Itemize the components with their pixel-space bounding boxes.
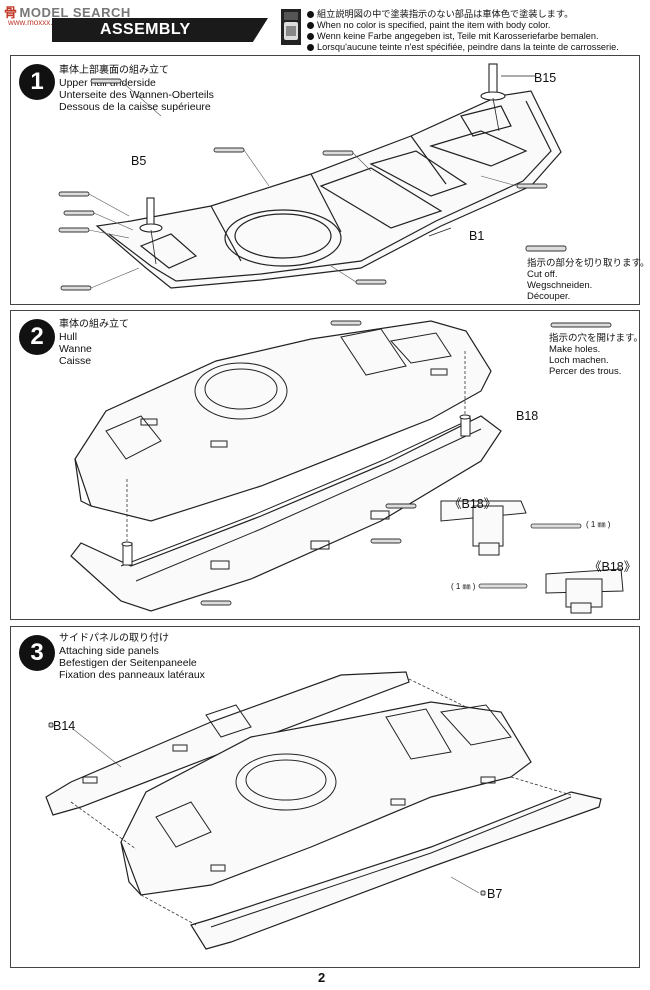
part-label-b1: B1 — [469, 229, 485, 243]
part-label-b18: B18 — [516, 409, 539, 423]
hull-assembly-diagram — [70, 320, 624, 614]
step-number: 2 — [19, 319, 55, 355]
hole-size-b: ( 1 ㎜ ) — [451, 582, 476, 591]
paint-jar-icon — [281, 9, 301, 45]
step-1-panel: 1 車体上部裏面の組み立て Upper hull underside Unter… — [10, 55, 650, 305]
step-number: 3 — [19, 635, 55, 671]
cut-off-note: 指示の部分を切り取ります。 Cut off. Wegschneiden. Déc… — [527, 258, 650, 302]
watermark-site: www.moxxx.com — [8, 18, 68, 27]
step-number: 1 — [19, 64, 55, 100]
detail-label-b18-a: 《B18》 — [449, 497, 497, 511]
step-title: 車体上部裏面の組み立て Upper hull underside Unterse… — [59, 65, 214, 113]
make-holes-note: 指示の穴を開けます。 Make holes. Loch machen. Perc… — [549, 333, 644, 377]
bullet-icon — [307, 43, 314, 51]
part-label-b5: B5 — [131, 154, 147, 168]
upper-hull-underside-diagram — [58, 63, 567, 291]
section-banner: ASSEMBLY — [52, 18, 268, 42]
bullet-icon — [307, 10, 314, 18]
bullet-icon — [307, 21, 314, 29]
section-title: ASSEMBLY — [100, 21, 191, 38]
step-title: サイドパネルの取り付け Attaching side panels Befest… — [59, 633, 205, 681]
part-label-b15: B15 — [534, 71, 557, 85]
part-label-b7: B7 — [487, 887, 503, 901]
side-panel-diagram — [45, 671, 602, 950]
paint-notes: 組立説明図の中で塗装指示のない部品は車体色で塗装します。 When no col… — [307, 9, 619, 53]
page-number: 2 — [318, 970, 326, 985]
step-2-panel: 2 車体の組み立て Hull Wanne Caisse — [10, 310, 644, 620]
detail-label-b18-b: 《B18》 — [589, 560, 637, 574]
step-title: 車体の組み立て Hull Wanne Caisse — [59, 319, 129, 367]
step-3-panel: 3 サイドパネルの取り付け Attaching side panels Befe… — [10, 626, 640, 968]
hole-size-a: ( 1 ㎜ ) — [586, 520, 611, 529]
part-label-b14: B14 — [53, 719, 76, 733]
bullet-icon — [307, 32, 314, 40]
